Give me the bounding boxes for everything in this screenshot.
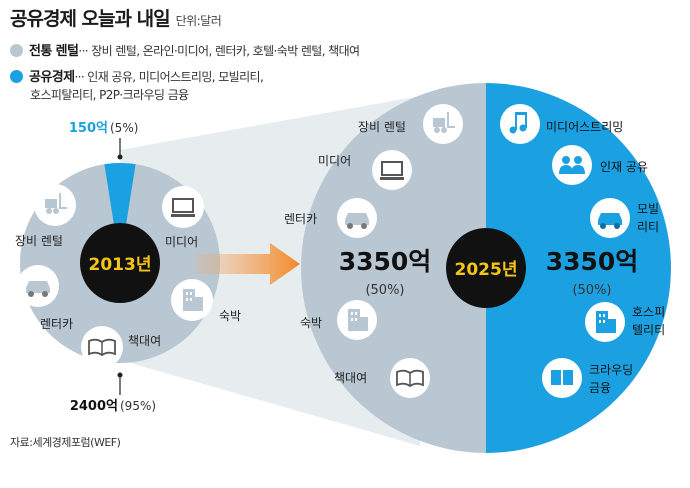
monitor-icon [171, 198, 195, 217]
pie-2013-center [80, 223, 160, 303]
pie-2025-item-label: 숙박 [300, 316, 322, 330]
pie-2025-item-streaming: 미디어스트리밍 [500, 104, 623, 144]
pie-2025-traditional-pct: (50%) [365, 283, 404, 298]
legend-swatch-sharing [10, 70, 23, 83]
legend-swatch-traditional [10, 44, 23, 57]
people-icon [559, 156, 585, 174]
forklift-icon [433, 112, 455, 133]
unit-label: 단위:달러 [175, 14, 222, 28]
pie-2025-item-crowdfunding: 크라우딩 금융 [542, 358, 633, 398]
pie-2013-sharing-leader-dot [117, 154, 123, 160]
music-note-icon [509, 112, 527, 134]
pie-2013-traditional-value: 2400억 [70, 399, 118, 414]
pie-2025-sharing-value: 3350억 [546, 247, 639, 276]
pie-2025-item-label: 미디어스트리밍 [546, 120, 623, 134]
pie-2013-item-rentcar: 렌터카 [17, 265, 73, 331]
pie-2025-sharing-slice [486, 83, 671, 453]
pie-2025-center-label: 2025년 [455, 260, 518, 280]
legend-name-sharing: 공유경제 [29, 70, 75, 85]
pie-2013-traditional-pct: (95%) [120, 399, 156, 413]
pie-2025-item-hospitality: 호스피 텔리티 [585, 302, 665, 342]
pie-2013-item-lodging: 숙박 [171, 279, 241, 323]
pie-2013-item-label: 장비 렌털 [15, 234, 63, 248]
pie-2025-item-lodging: 숙박 [300, 300, 377, 340]
legend-item-traditional: 전통 렌털··· 장비 렌털, 온라인·미디어, 렌터카, 호텔·숙박 렌털, … [10, 40, 360, 59]
pie-2013-item-label: 렌터카 [40, 317, 73, 331]
pie-2025-item-label: 장비 렌털 [358, 120, 406, 134]
legend-name-traditional: 전통 렌털 [29, 44, 79, 59]
pie-2025-item-rentcar: 렌터카 [284, 198, 377, 238]
car-icon [598, 213, 622, 229]
pie-2025-item-equipment: 장비 렌털 [358, 104, 463, 144]
pie-2013-item-media: 미디어 [162, 186, 204, 249]
pie-2025-item-label-line2: 리티 [637, 220, 659, 234]
growth-arrow [196, 243, 300, 285]
car-icon [345, 213, 369, 229]
pie-2025-item-books: 책대여 [334, 358, 430, 398]
pie-2025-item-label: 인재 공유 [600, 160, 648, 174]
pie-2025-sharing-pct: (50%) [572, 283, 611, 298]
pie-2013-item-books: 책대여 [81, 326, 161, 368]
pie-2025-center [446, 228, 526, 308]
legend-desc-sharing-line2: 호스피탈리티, P2P·크라우딩 금융 [30, 88, 189, 102]
pie-2025-item-talent: 인재 공유 [552, 145, 648, 185]
pie-2013-sharing-slice [104, 162, 136, 263]
pie-2025-item-label-line2: 텔리티 [632, 323, 665, 337]
pie-2025-item-media: 미디어 [318, 150, 412, 190]
pie-2013-item-equipment: 장비 렌털 [15, 184, 76, 248]
chart-title: 공유경제 오늘과 내일 단위:달러 [10, 4, 222, 31]
building-icon [348, 309, 368, 331]
legend-desc-sharing: ··· 인재 공유, 미디어스트리밍, 모빌리티, [74, 70, 264, 84]
pie-2025-item-label: 크라우딩 [589, 363, 633, 377]
book-icon [88, 338, 116, 357]
pie-2025-item-label: 책대여 [334, 370, 367, 385]
pie-2025-item-label: 모빌 [637, 202, 659, 216]
legend-item-sharing: 공유경제··· 인재 공유, 미디어스트리밍, 모빌리티, [10, 66, 264, 85]
pie-2025-item-label: 호스피 [632, 305, 665, 319]
car-icon [26, 281, 50, 297]
pie-2025-traditional-value: 3350억 [339, 247, 432, 276]
pie-2025-item-label: 미디어 [318, 154, 351, 168]
pie-2025-item-label-line2: 금융 [589, 381, 611, 395]
pie-2013-sharing-value: 150억 [69, 121, 108, 136]
pie-2025-item-label: 렌터카 [284, 212, 317, 226]
book-icon [551, 370, 573, 385]
pie-2013-traditional-leader-dot [117, 372, 123, 378]
pie-2013-item-label: 미디어 [165, 235, 198, 249]
building-icon [596, 311, 616, 333]
pie-2013-center-label: 2013년 [89, 255, 152, 275]
source-note: 자료:세계경제포럼(WEF) [10, 436, 121, 449]
building-icon [183, 289, 203, 311]
book-icon [396, 369, 424, 388]
pie-2013-sharing-pct: (5%) [110, 121, 138, 135]
monitor-icon [380, 161, 404, 180]
legend-desc-traditional: ··· 장비 렌털, 온라인·미디어, 렌터카, 호텔·숙박 렌털, 책대여 [78, 44, 360, 58]
pie-2025-item-mobility: 모빌 리티 [590, 198, 659, 238]
chart-title-text: 공유경제 오늘과 내일 [10, 8, 171, 30]
forklift-icon [45, 193, 67, 214]
pie-2013-item-label: 책대여 [128, 333, 161, 348]
pie-2013-item-label: 숙박 [219, 309, 241, 323]
